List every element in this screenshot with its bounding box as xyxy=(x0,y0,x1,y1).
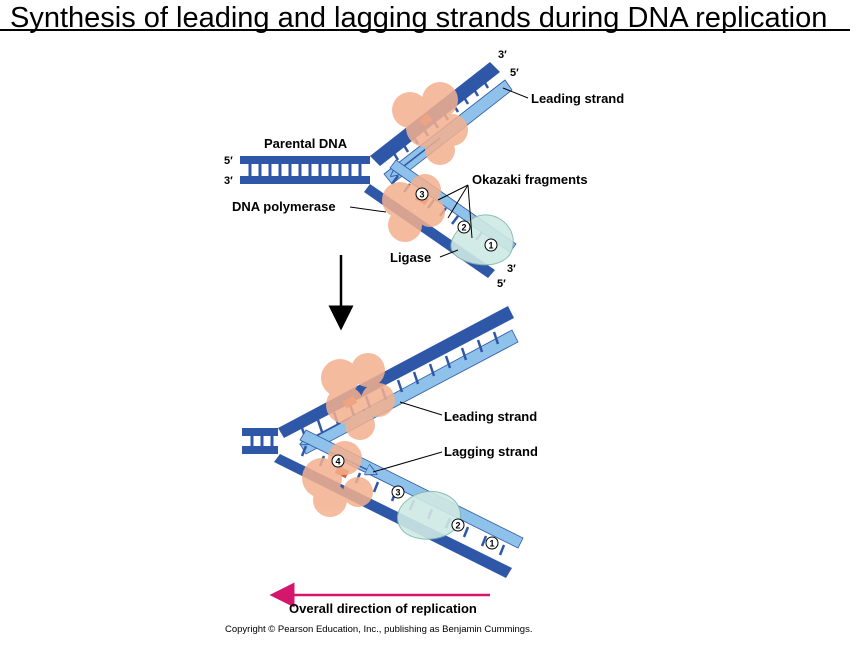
fragment-number-2-bottom: 2 xyxy=(451,518,465,532)
dna-polymerase-upper xyxy=(392,82,468,165)
fragment-number-2-top: 2 xyxy=(457,220,471,234)
slide-title: Synthesis of leading and lagging strands… xyxy=(10,2,828,34)
top-pointer-lines xyxy=(349,87,529,258)
fragment-number-1-bottom: 1 xyxy=(485,536,499,550)
okazaki-fragments-label: Okazaki fragments xyxy=(472,172,588,187)
end-label-3-bottom: 3′ xyxy=(507,263,516,275)
svg-text:1: 1 xyxy=(488,241,493,251)
upper-arm-bottom xyxy=(278,306,519,455)
ligase-bottom xyxy=(396,490,461,540)
parental-dna-duplex xyxy=(240,156,370,184)
svg-text:2: 2 xyxy=(461,223,466,233)
bottom-pointer-lines xyxy=(372,401,443,473)
fragment-number-3-bottom: 3 xyxy=(391,485,405,499)
end-label-5-bottom: 5′ xyxy=(497,278,506,290)
fragment-number-1-top: 1 xyxy=(484,238,498,252)
bottom-panel: 4 3 2 1 Leading strand Lagging strand xyxy=(242,306,538,578)
svg-text:4: 4 xyxy=(335,457,340,467)
fragment-number-3-top: 3 xyxy=(415,187,429,201)
parental-dna-label: Parental DNA xyxy=(264,136,348,151)
overall-direction-label: Overall direction of replication xyxy=(289,601,477,616)
leading-strand-label-top: Leading strand xyxy=(531,91,624,106)
copyright-notice: Copyright © Pearson Education, Inc., pub… xyxy=(225,624,533,635)
end-label-5-left: 5′ xyxy=(224,155,233,167)
title-underline xyxy=(0,29,850,31)
end-label-3-top: 3′ xyxy=(498,49,507,61)
svg-text:3: 3 xyxy=(419,190,424,200)
dna-polymerase-bottom-upper xyxy=(321,353,395,440)
leading-strand-label-bottom: Leading strand xyxy=(444,409,537,424)
ligase-label: Ligase xyxy=(390,250,431,265)
end-label-5-top: 5′ xyxy=(510,67,519,79)
svg-text:1: 1 xyxy=(489,539,494,549)
lagging-strand-label: Lagging strand xyxy=(444,444,538,459)
dna-polymerase-label: DNA polymerase xyxy=(232,199,336,214)
top-panel: 3 2 1 3′ 5′ Leading strand Parental DNA … xyxy=(224,49,624,290)
end-label-3-left: 3′ xyxy=(224,175,233,187)
parental-stub-bottom xyxy=(242,428,278,454)
fragment-number-4-bottom: 4 xyxy=(331,454,345,468)
svg-text:2: 2 xyxy=(455,521,460,531)
dna-polymerase-lower xyxy=(382,174,445,242)
svg-text:3: 3 xyxy=(395,488,400,498)
dna-polymerase-bottom-lower xyxy=(302,441,373,517)
